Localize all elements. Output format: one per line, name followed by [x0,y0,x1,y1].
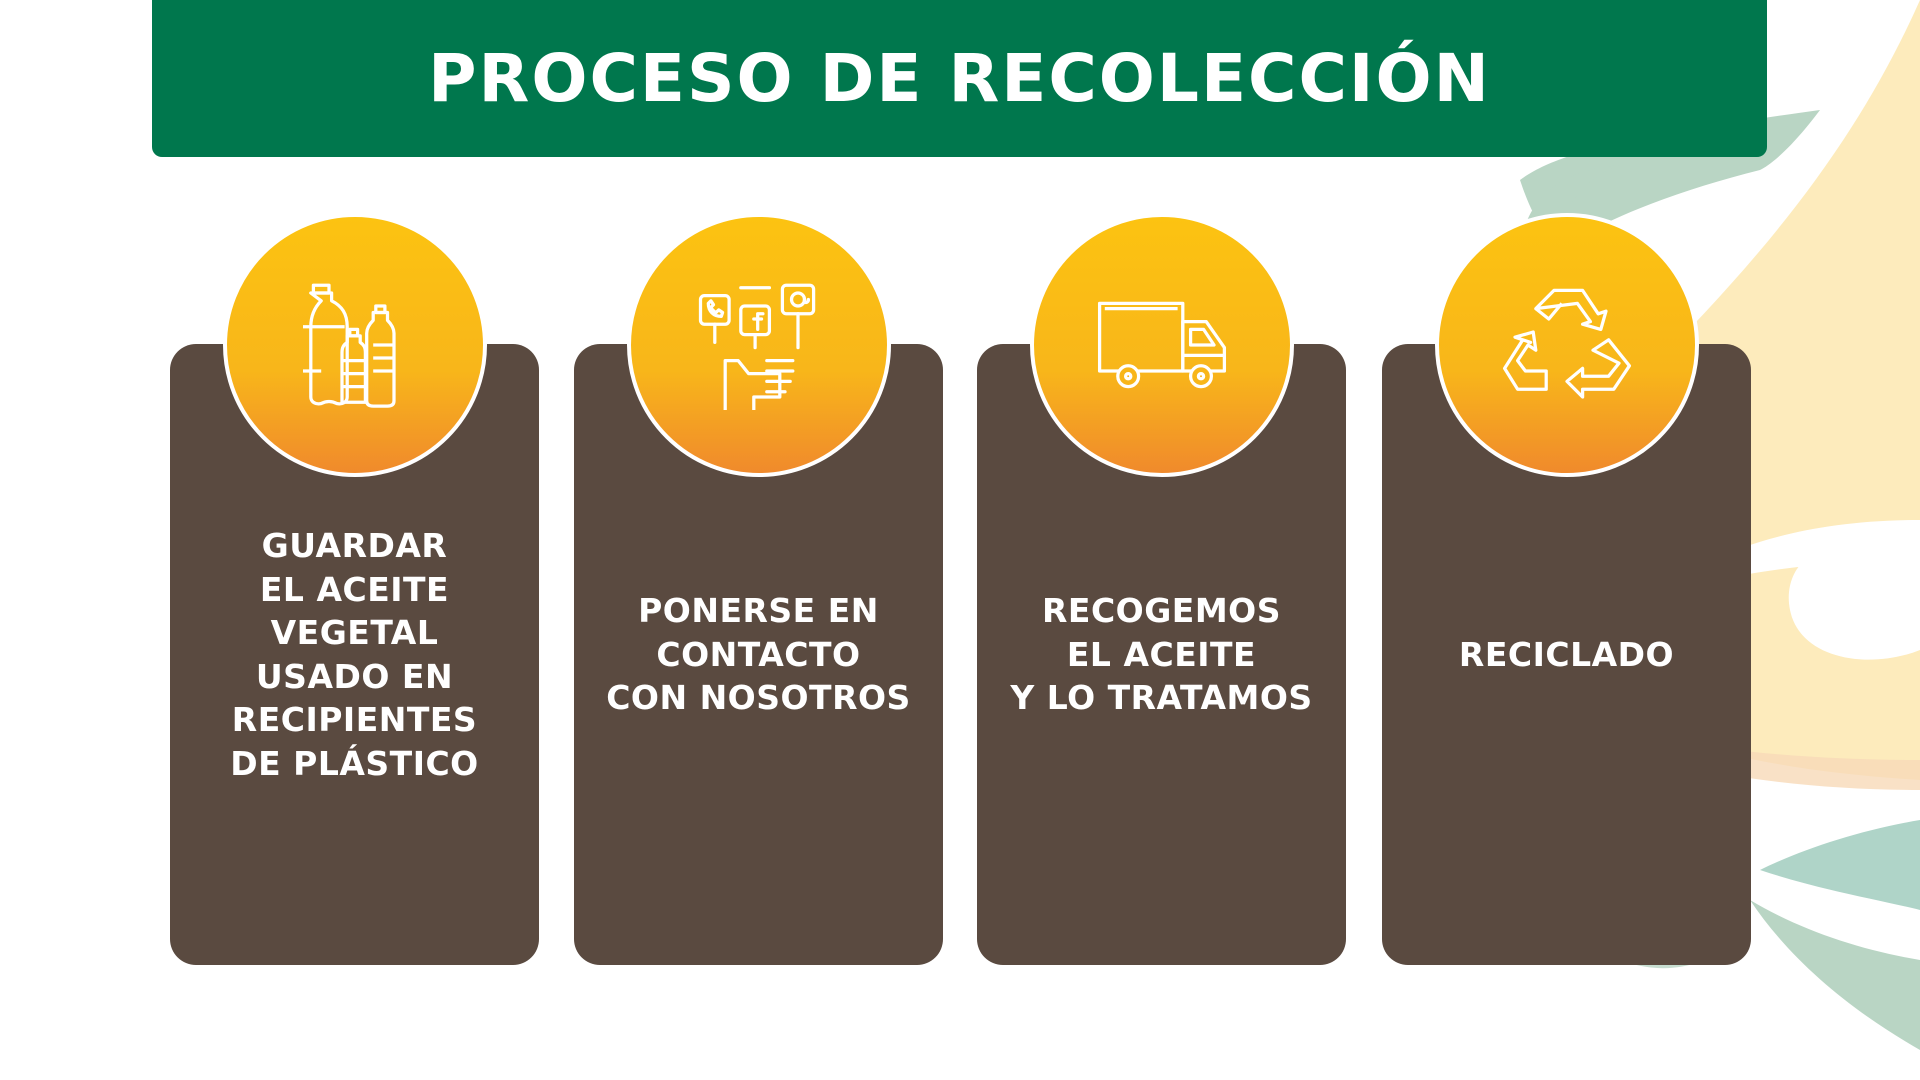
step-2-text: PONERSE EN CONTACTO CON NOSOTROS [574,344,943,965]
step-4-badge [1435,213,1699,477]
step-1-line: EL ACEITE [259,569,450,609]
step-3-line: RECOGEMOS [1041,591,1281,631]
step-2-line: CON NOSOTROS [606,678,911,718]
step-3-text: RECOGEMOS EL ACEITE Y LO TRATAMOS [977,344,1346,965]
title-banner: PROCESO DE RECOLECCIÓN [152,0,1767,157]
bottles-icon [303,283,396,408]
step-1-badge [223,213,487,477]
step-2-line: CONTACTO [656,634,861,674]
step-2-badge [627,213,891,477]
step-2-line: PONERSE EN [638,591,879,631]
page-title: PROCESO DE RECOLECCIÓN [428,40,1491,117]
step-4-text: RECICLADO [1382,344,1751,965]
step-1-text: GUARDAR EL ACEITE VEGETAL USADO EN RECIP… [170,344,539,965]
step-3-line: EL ACEITE [1066,634,1257,674]
step-1-line: DE PLÁSTICO [230,743,479,783]
contact-hand-icon [698,283,816,410]
step-1-line: RECIPIENTES [231,700,478,739]
step-1-line: GUARDAR [261,526,448,565]
step-1-line: USADO EN [255,656,454,696]
step-3-line: Y LO TRATAMOS [1010,678,1313,718]
recycle-icon [1502,288,1632,399]
step-1-line: VEGETAL [270,613,439,652]
truck-icon [1097,301,1227,389]
step-4-line: RECICLADO [1458,634,1675,674]
step-3-badge [1030,213,1294,477]
